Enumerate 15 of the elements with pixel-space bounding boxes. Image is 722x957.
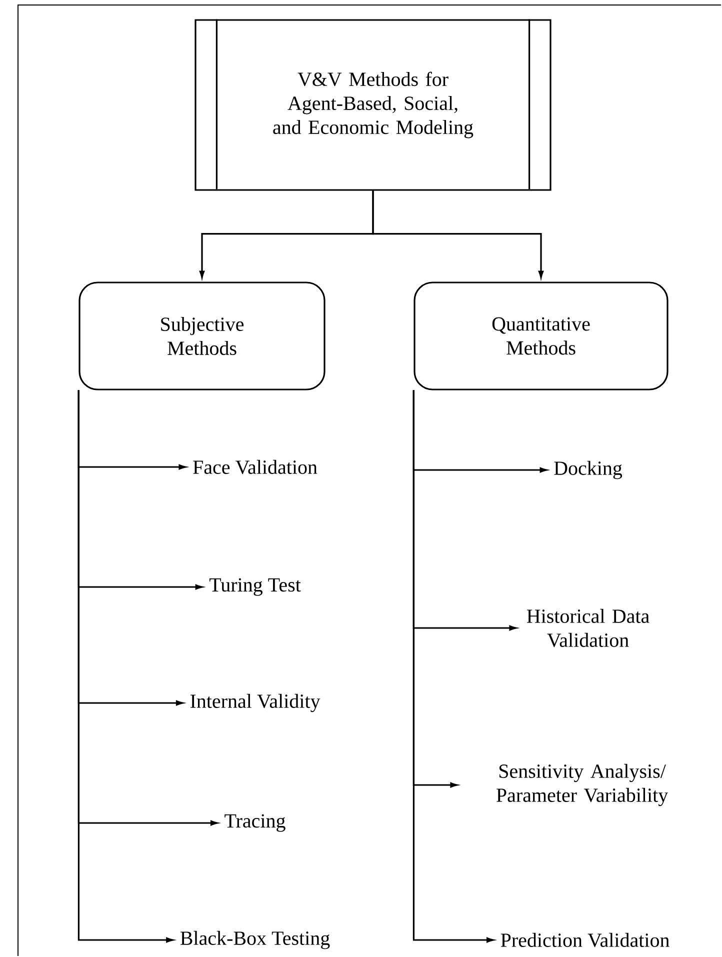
method-label: Tracing <box>224 814 286 832</box>
arrow <box>78 390 174 943</box>
method-label: Historical Data Validation <box>526 608 650 648</box>
title-box: V&V Methods for Agent-Based, Social, and Economic Modeling <box>194 19 552 191</box>
arrow <box>372 190 544 278</box>
method-label: Prediction Validation <box>500 932 670 948</box>
arrow <box>412 390 494 943</box>
method-label: Black-Box Testing <box>180 930 330 950</box>
method-label: Docking <box>554 460 622 480</box>
method-label: Face Validation <box>193 460 318 474</box>
method-label: Turing Test <box>209 578 301 596</box>
category-box: Subjective Methods <box>78 282 326 390</box>
method-label: Internal Validity <box>190 694 320 712</box>
method-label: Sensitivity Analysis/ Parameter Variability <box>496 764 668 806</box>
category-box: Quantitative Methods <box>414 282 668 390</box>
